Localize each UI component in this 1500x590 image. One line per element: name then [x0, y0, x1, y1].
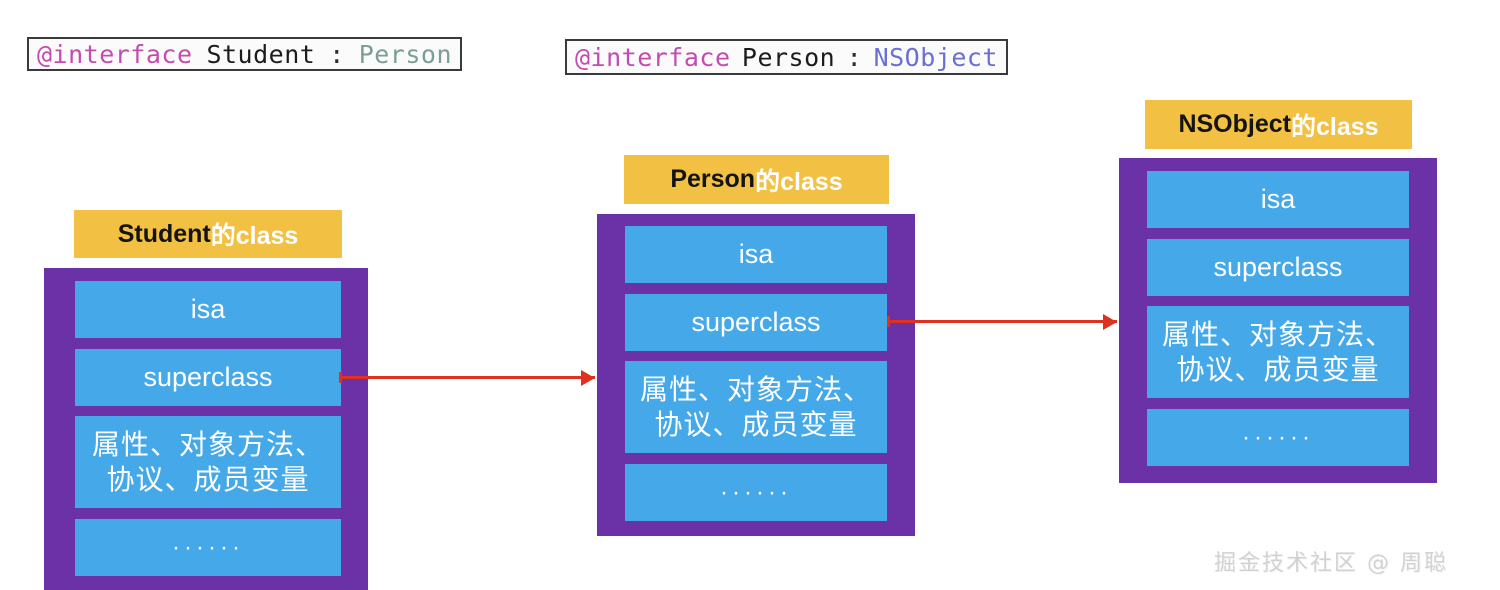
- row-isa-nsobject: isa: [1147, 171, 1409, 228]
- row-superclass-person: superclass: [625, 294, 887, 351]
- code-super-name: Person: [358, 39, 453, 69]
- code-block-student-interface: @interface Student: Person: [27, 37, 462, 71]
- class-body-person: isa superclass 属性、对象方法、 协议、成员变量 ······: [597, 214, 915, 536]
- class-body-nsobject: isa superclass 属性、对象方法、 协议、成员变量 ······: [1119, 158, 1437, 483]
- code-class-name: Student: [206, 39, 316, 69]
- arrow-head-icon: [1103, 314, 1117, 330]
- row-members-line1: 属性、对象方法、: [91, 429, 324, 460]
- class-title-cn: 的class: [210, 222, 299, 250]
- code-colon: :: [329, 39, 345, 69]
- row-members-line2: 协议、成员变量: [1176, 354, 1380, 385]
- class-title-cn: 的class: [755, 167, 843, 196]
- row-superclass-nsobject: superclass: [1147, 239, 1409, 296]
- code-class-name: Person: [741, 42, 836, 72]
- row-ellipsis-student: ······: [75, 519, 341, 576]
- watermark: 掘金技术社区 @ 周聪: [1214, 551, 1448, 576]
- code-colon: :: [846, 42, 863, 72]
- row-members-line1: 属性、对象方法、: [639, 374, 872, 405]
- row-members-nsobject: 属性、对象方法、 协议、成员变量: [1147, 306, 1409, 398]
- class-title-latin: Person: [670, 165, 756, 193]
- row-members-line2: 协议、成员变量: [106, 464, 310, 495]
- arrow-line: [887, 320, 1117, 323]
- code-super-name: NSObject: [873, 42, 998, 72]
- row-isa-student: isa: [75, 281, 341, 338]
- class-body-student: isa superclass 属性、对象方法、 协议、成员变量 ······: [44, 268, 368, 590]
- row-members-person: 属性、对象方法、 协议、成员变量: [625, 361, 887, 453]
- row-members-line1: 属性、对象方法、: [1161, 319, 1394, 350]
- code-block-person-interface: @interface Person: NSObject: [565, 39, 1008, 75]
- class-title-latin: NSObject: [1178, 110, 1291, 138]
- row-ellipsis-nsobject: ······: [1147, 409, 1409, 466]
- class-title-cn: 的class: [1290, 112, 1379, 141]
- row-superclass-student: superclass: [75, 349, 341, 406]
- arrow-head-icon: [581, 370, 595, 386]
- row-members-line2: 协议、成员变量: [654, 409, 858, 440]
- row-members-student: 属性、对象方法、 协议、成员变量: [75, 416, 341, 508]
- code-keyword: @interface: [37, 39, 193, 69]
- code-keyword: @interface: [575, 42, 731, 72]
- row-ellipsis-person: ······: [625, 464, 887, 521]
- row-isa-person: isa: [625, 226, 887, 283]
- class-title-latin: Student: [117, 219, 211, 248]
- arrow-line: [339, 376, 595, 379]
